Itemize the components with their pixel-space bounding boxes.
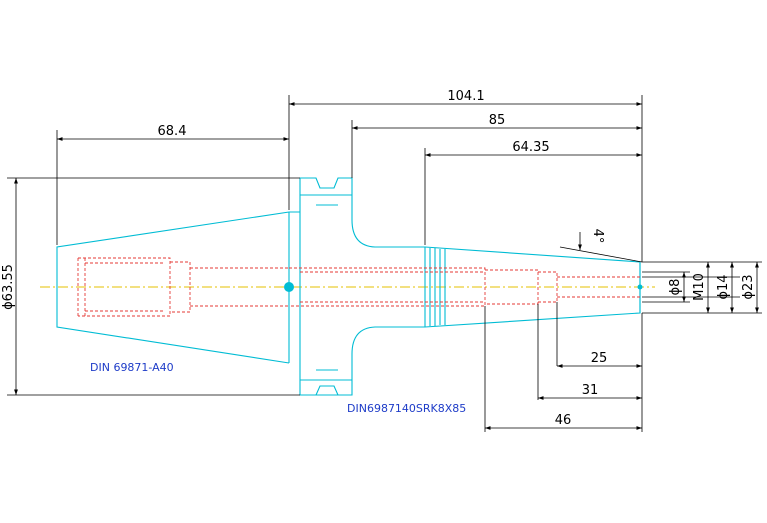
dim-flange-diameter: ϕ63.55	[1, 264, 16, 310]
dim-collet-length: 64.35	[512, 140, 549, 155]
flange-outline	[289, 177, 353, 396]
dim-taper-angle: 4°	[590, 229, 605, 244]
dim-nose-small-diameter: ϕ14	[716, 274, 731, 299]
nose-mark	[637, 284, 643, 290]
dim-overall-length: 104.1	[447, 89, 484, 104]
dim-depth-46: 46	[555, 413, 572, 428]
dimension-lines	[14, 102, 759, 430]
hidden-bore-lines	[77, 257, 640, 317]
dim-taper-length: 68.4	[158, 124, 187, 139]
dim-shank-length: 85	[489, 113, 506, 128]
taper-standard-label: DIN 69871-A40	[90, 361, 174, 374]
extension-lines	[7, 95, 762, 432]
collet-grooves	[424, 247, 446, 327]
dim-nose-diameter: ϕ23	[741, 274, 756, 299]
dim-depth-25: 25	[591, 351, 608, 366]
dim-bore-diameter: ϕ8	[668, 279, 683, 296]
dim-depth-31: 31	[582, 383, 599, 398]
dim-thread-size: M10	[692, 273, 707, 301]
center-mark	[284, 282, 294, 292]
holder-designation-label: DIN6987140SRK8X85	[347, 402, 466, 415]
steep-taper-outline	[56, 211, 290, 364]
